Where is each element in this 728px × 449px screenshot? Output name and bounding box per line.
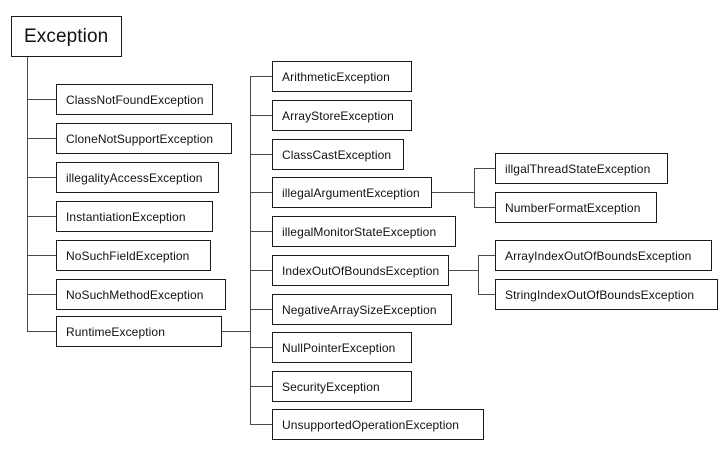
connector-runtime-child-7 <box>250 347 272 348</box>
node-illegality-access-exception[interactable]: illegalityAccessException <box>56 162 219 193</box>
connector-runtime-to-trunk <box>222 331 250 332</box>
connector-runtime-child-2 <box>250 154 272 155</box>
connector-runtime-children-trunk <box>250 76 251 424</box>
node-unsupported-operation-exception[interactable]: UnsupportedOperationException <box>272 409 484 440</box>
connector-index-out-of-bounds-to-trunk <box>449 270 478 271</box>
connector-runtime-child-0 <box>250 76 272 77</box>
connector-runtime-child-5 <box>250 270 272 271</box>
node-no-such-method-exception[interactable]: NoSuchMethodException <box>56 279 226 310</box>
connector-runtime-child-9 <box>250 424 272 425</box>
node-null-pointer-exception[interactable]: NullPointerException <box>272 332 412 363</box>
connector-illegal-argument-children-trunk <box>474 168 475 208</box>
node-illegal-argument-exception[interactable]: illegalArgumentException <box>272 177 432 208</box>
node-illgal-thread-state-exception[interactable]: illgalThreadStateException <box>495 153 668 184</box>
node-exception[interactable]: Exception <box>11 16 122 57</box>
node-index-out-of-bounds-exception[interactable]: IndexOutOfBoundsException <box>272 255 449 286</box>
connector-root-to-child-1 <box>27 138 56 139</box>
connector-runtime-child-3 <box>250 192 272 193</box>
node-clone-not-support-exception[interactable]: CloneNotSupportException <box>56 123 232 154</box>
connector-index-out-of-bounds-children-trunk <box>478 255 479 294</box>
connector-root-to-child-4 <box>27 255 56 256</box>
connector-illegal-argument-to-trunk <box>432 192 474 193</box>
connector-index-out-of-bounds-child-0 <box>478 255 495 256</box>
connector-root-to-child-3 <box>27 216 56 217</box>
node-no-such-field-exception[interactable]: NoSuchFieldException <box>56 240 211 271</box>
connector-root-to-child-2 <box>27 177 56 178</box>
node-number-format-exception[interactable]: NumberFormatException <box>495 192 657 223</box>
connector-root-to-child-6 <box>27 331 56 332</box>
node-array-index-out-of-bounds-exception[interactable]: ArrayIndexOutOfBoundsException <box>495 240 712 271</box>
connector-illegal-argument-child-1 <box>474 207 495 208</box>
node-security-exception[interactable]: SecurityException <box>272 371 412 402</box>
node-instantiation-exception[interactable]: InstantiationException <box>56 201 213 232</box>
connector-index-out-of-bounds-child-1 <box>478 294 495 295</box>
connector-root-to-child-5 <box>27 294 56 295</box>
connector-runtime-child-8 <box>250 386 272 387</box>
connector-illegal-argument-child-0 <box>474 168 495 169</box>
node-string-index-out-of-bounds-exception[interactable]: StringIndexOutOfBoundsException <box>495 279 718 310</box>
connector-root-trunk <box>27 57 28 331</box>
connector-root-to-child-0 <box>27 99 56 100</box>
node-array-store-exception[interactable]: ArrayStoreException <box>272 100 412 131</box>
node-illegal-monitor-state-exception[interactable]: illegalMonitorStateException <box>272 216 456 247</box>
connector-runtime-child-4 <box>250 231 272 232</box>
node-class-not-found-exception[interactable]: ClassNotFoundException <box>56 84 213 115</box>
node-negative-array-size-exception[interactable]: NegativeArraySizeException <box>272 294 452 325</box>
node-runtime-exception[interactable]: RuntimeException <box>56 316 222 347</box>
node-class-cast-exception[interactable]: ClassCastException <box>272 139 404 170</box>
connector-runtime-child-6 <box>250 309 272 310</box>
node-arithmetic-exception[interactable]: ArithmeticException <box>272 61 412 92</box>
connector-runtime-child-1 <box>250 115 272 116</box>
